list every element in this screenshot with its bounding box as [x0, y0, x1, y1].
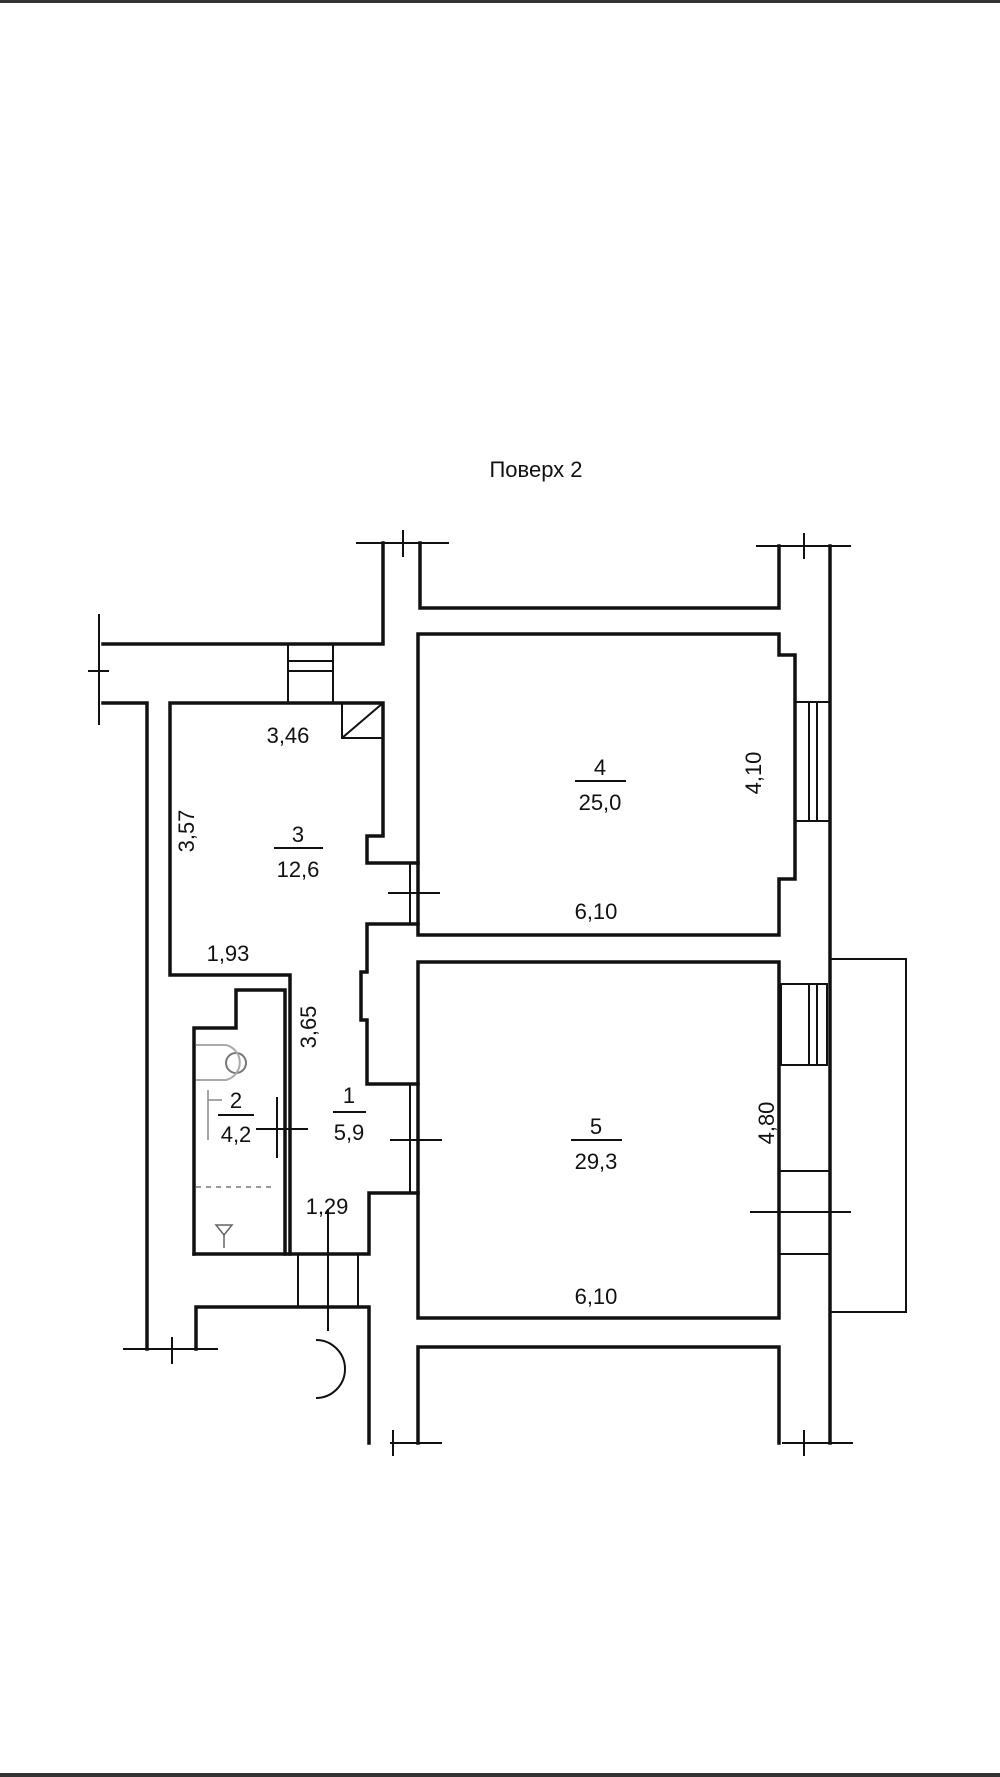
dim-room3-length: 3,57 — [174, 810, 199, 853]
room-2-number: 2 — [230, 1088, 242, 1113]
room-5-area: 29,3 — [575, 1149, 618, 1174]
top-border — [0, 0, 1000, 3]
room-labels: 1 5,9 2 4,2 3 12,6 4 25,0 5 29,3 — [218, 755, 626, 1174]
dim-room5-length: 4,80 — [754, 1102, 779, 1145]
dim-room4-width: 6,10 — [575, 899, 618, 924]
dim-entry-width: 1,29 — [306, 1194, 349, 1219]
floor-title: Поверх 2 — [489, 457, 582, 482]
dim-room5-width: 6,10 — [575, 1284, 618, 1309]
room-4-number: 4 — [594, 755, 606, 780]
room-2-area: 4,2 — [221, 1122, 252, 1147]
shower-icon — [207, 1090, 222, 1140]
sink-icon — [214, 1224, 234, 1248]
dim-room3-width: 3,46 — [267, 723, 310, 748]
room-1-number: 1 — [343, 1083, 355, 1108]
dimension-labels: 3,46 3,57 1,93 3,65 1,29 4,10 6,10 4,80 … — [174, 723, 779, 1309]
dim-room3-lower: 1,93 — [207, 941, 250, 966]
room-3-area: 12,6 — [277, 857, 320, 882]
room-5-number: 5 — [590, 1114, 602, 1139]
bottom-border — [0, 1773, 1000, 1777]
room-4-area: 25,0 — [579, 790, 622, 815]
room-3-number: 3 — [292, 822, 304, 847]
dim-room4-length: 4,10 — [741, 752, 766, 795]
room-1-area: 5,9 — [334, 1120, 365, 1145]
dim-corridor-length: 3,65 — [296, 1006, 321, 1049]
walls — [88, 530, 907, 1456]
